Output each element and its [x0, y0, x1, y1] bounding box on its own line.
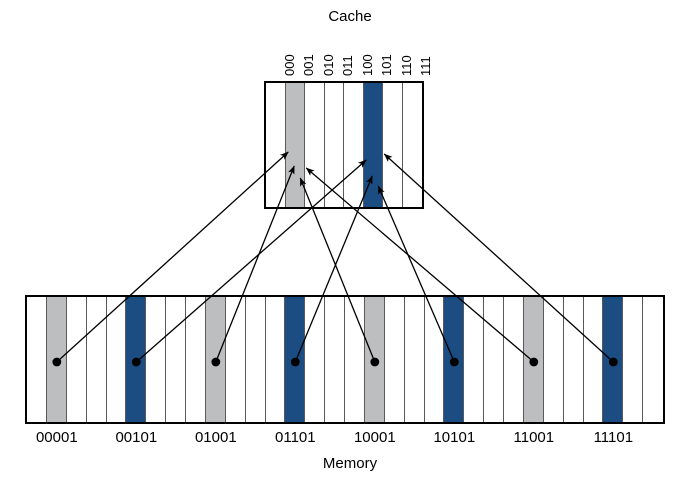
cache-index-label-010: 010 [320, 54, 336, 76]
memory-title: Memory [322, 455, 378, 472]
memory-cell-25 [523, 297, 544, 422]
cache-index-label-101: 101 [379, 54, 395, 76]
memory-cell-6 [146, 297, 167, 422]
memory-cell-5 [126, 297, 147, 422]
memory-cell-7 [166, 297, 186, 422]
memory-cell-10 [225, 297, 246, 422]
cache-box [264, 81, 424, 209]
memory-cell-18 [384, 297, 405, 422]
cache-index-label-110: 110 [398, 55, 414, 76]
memory-cell-14 [305, 297, 326, 422]
memory-cell-12 [265, 297, 286, 422]
memory-cell-16 [345, 297, 365, 422]
cache-title: Cache [328, 8, 372, 25]
memory-address-label-01001: 01001 [194, 429, 237, 446]
memory-cell-28 [583, 297, 604, 422]
memory-cell-1 [46, 297, 67, 422]
memory-cell-23 [484, 297, 504, 422]
cache-cell-100 [344, 83, 364, 207]
memory-cell-30 [623, 297, 644, 422]
memory-address-label-10001: 10001 [353, 429, 396, 446]
memory-address-label-00001: 00001 [35, 429, 78, 446]
cache-cell-111 [402, 83, 422, 207]
memory-cell-3 [86, 297, 107, 422]
cache-index-label-111: 111 [418, 56, 434, 76]
memory-cell-9 [205, 297, 226, 422]
cache-index-label-001: 001 [301, 54, 317, 76]
memory-address-label-01101: 01101 [275, 429, 316, 446]
memory-cell-21 [444, 297, 465, 422]
cache-index-label-100: 100 [359, 54, 375, 76]
memory-cell-13 [285, 297, 306, 422]
memory-cell-20 [424, 297, 445, 422]
memory-cell-17 [364, 297, 385, 422]
memory-cell-4 [106, 297, 127, 422]
memory-box [25, 295, 665, 424]
memory-address-label-00101: 00101 [115, 429, 158, 446]
memory-address-label-11101: 11101 [593, 429, 634, 446]
cache-cell-000 [266, 83, 286, 207]
cache-cell-101 [363, 83, 383, 207]
memory-cell-19 [404, 297, 425, 422]
memory-cell-27 [563, 297, 584, 422]
memory-cell-29 [603, 297, 624, 422]
cache-cell-001 [285, 83, 305, 207]
memory-cell-11 [245, 297, 266, 422]
memory-cell-24 [504, 297, 524, 422]
memory-address-label-11001: 11001 [513, 429, 555, 446]
memory-cell-31 [643, 297, 663, 422]
memory-cell-22 [464, 297, 485, 422]
cache-index-label-011: 011 [340, 55, 356, 76]
memory-cell-2 [66, 297, 87, 422]
memory-cell-0 [27, 297, 47, 422]
cache-index-label-000: 000 [281, 54, 297, 76]
cache-cell-010 [305, 83, 325, 207]
memory-cell-8 [186, 297, 206, 422]
memory-cell-15 [325, 297, 345, 422]
memory-address-label-10101: 10101 [433, 429, 476, 446]
cache-cell-110 [383, 83, 403, 207]
cache-cell-011 [324, 83, 344, 207]
memory-cell-26 [543, 297, 564, 422]
